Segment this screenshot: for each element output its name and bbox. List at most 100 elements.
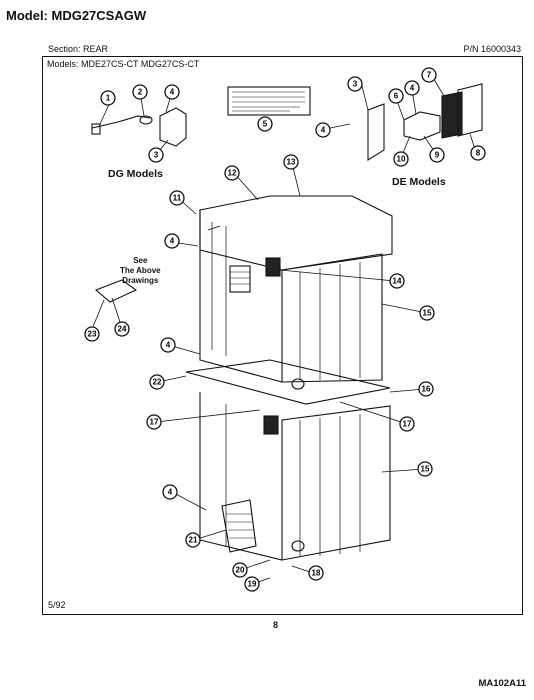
callouts: 1 2 4 3 5 3 4 6 7 4 10 9 8 12 13 11 4 14… <box>84 67 486 592</box>
page-title: Model: MDG27CSAGW <box>6 8 147 23</box>
callout-5: 5 <box>257 116 273 132</box>
terminal-block <box>403 111 441 141</box>
svg-text:20: 20 <box>236 566 245 575</box>
strain-relief <box>139 115 153 125</box>
lower-terminal <box>263 415 279 435</box>
callout-4-b: 4 <box>315 122 331 138</box>
models-label: Models: MDE27CS-CT MDG27CS-CT <box>47 59 200 69</box>
callout-22: 22 <box>149 374 165 390</box>
callout-9: 9 <box>429 147 445 163</box>
callout-4-e: 4 <box>160 337 176 353</box>
lower-cabinet <box>199 392 391 561</box>
callout-23: 23 <box>84 326 100 342</box>
svg-text:3: 3 <box>353 80 358 89</box>
svg-text:15: 15 <box>421 465 430 474</box>
svg-text:10: 10 <box>397 155 406 164</box>
svg-text:16: 16 <box>422 385 431 394</box>
callout-17-b: 17 <box>399 416 415 432</box>
svg-text:13: 13 <box>287 158 296 167</box>
footer-date: 5/92 <box>48 600 66 610</box>
svg-text:4: 4 <box>321 126 326 135</box>
de-bracket-left <box>367 103 385 161</box>
stack-clip <box>94 279 138 303</box>
diagram-box: Models: MDE27CS-CT MDG27CS-CT <box>42 56 523 615</box>
section-row: Section: REAR P/N 16000343 <box>42 42 525 56</box>
callout-14: 14 <box>389 273 405 289</box>
callout-20: 20 <box>232 562 248 578</box>
part-number: P/N 16000343 <box>463 44 521 54</box>
callout-17-a: 17 <box>146 414 162 430</box>
svg-text:15: 15 <box>423 309 432 318</box>
drawing-lines <box>89 75 483 585</box>
callout-11: 11 <box>169 190 185 206</box>
lint-vent <box>221 499 257 553</box>
svg-text:4: 4 <box>168 488 173 497</box>
svg-text:4: 4 <box>170 88 175 97</box>
terminal-cover <box>441 91 463 139</box>
callout-24: 24 <box>114 321 130 337</box>
svg-text:24: 24 <box>118 325 127 334</box>
svg-text:11: 11 <box>173 194 182 203</box>
callout-4-c: 4 <box>404 80 420 96</box>
upper-terminal <box>265 257 281 277</box>
svg-text:3: 3 <box>154 151 159 160</box>
svg-text:6: 6 <box>394 92 399 101</box>
callout-4-f: 4 <box>162 484 178 500</box>
de-models-label: DE Models <box>392 176 446 188</box>
lower-foot <box>291 540 305 552</box>
svg-text:19: 19 <box>248 580 257 589</box>
svg-text:8: 8 <box>476 149 481 158</box>
callout-18: 18 <box>308 565 324 581</box>
callout-16: 16 <box>418 381 434 397</box>
callout-3-b: 3 <box>347 76 363 92</box>
callout-1: 1 <box>100 90 116 106</box>
upper-side <box>199 210 283 383</box>
callout-21: 21 <box>185 532 201 548</box>
svg-text:9: 9 <box>435 151 440 160</box>
svg-text:1: 1 <box>106 94 111 103</box>
svg-text:18: 18 <box>312 569 321 578</box>
power-cord <box>91 115 151 129</box>
callout-15-a: 15 <box>419 305 435 321</box>
upper-back <box>281 253 383 383</box>
callout-7: 7 <box>421 67 437 83</box>
section-label: Section: REAR <box>48 44 109 54</box>
svg-text:17: 17 <box>150 418 159 427</box>
svg-text:12: 12 <box>228 169 237 178</box>
callout-2: 2 <box>132 84 148 100</box>
upper-top <box>199 195 393 271</box>
stack-bracket <box>185 359 391 405</box>
document-code: MA102A11 <box>478 678 526 689</box>
svg-text:17: 17 <box>403 420 412 429</box>
callout-3-a: 3 <box>148 147 164 163</box>
svg-text:14: 14 <box>393 277 402 286</box>
svg-text:23: 23 <box>88 330 97 339</box>
svg-text:4: 4 <box>166 341 171 350</box>
callout-10: 10 <box>393 151 409 167</box>
cord-plug <box>91 123 101 135</box>
svg-text:4: 4 <box>410 84 415 93</box>
see-above-drawings-label: See The Above Drawings <box>120 256 161 285</box>
callout-12: 12 <box>224 165 240 181</box>
callout-8: 8 <box>470 145 486 161</box>
callout-6: 6 <box>388 88 404 104</box>
exhaust-vent <box>229 265 251 293</box>
dg-bracket <box>159 107 187 147</box>
diagram-frame: Section: REAR P/N 16000343 Models: MDE27… <box>42 32 525 615</box>
svg-text:7: 7 <box>427 71 432 80</box>
callout-4-a: 4 <box>164 84 180 100</box>
svg-text:5: 5 <box>263 120 268 129</box>
svg-text:4: 4 <box>170 237 175 246</box>
callout-4-d: 4 <box>164 233 180 249</box>
callout-13: 13 <box>283 154 299 170</box>
svg-text:22: 22 <box>153 378 162 387</box>
svg-text:21: 21 <box>189 536 198 545</box>
page-number: 8 <box>273 620 279 630</box>
upper-foot <box>291 378 305 390</box>
callout-19: 19 <box>244 576 260 592</box>
callout-15-b: 15 <box>417 461 433 477</box>
warning-label-plate <box>227 86 311 116</box>
dg-models-label: DG Models <box>108 168 163 180</box>
de-back-plate <box>457 83 483 137</box>
